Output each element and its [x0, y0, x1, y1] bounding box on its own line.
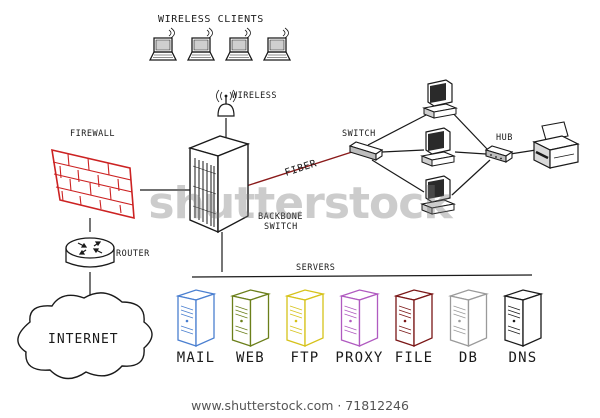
fiber-line — [239, 151, 353, 189]
server-web-icon — [230, 289, 271, 348]
wireless-label: WIRELESS — [232, 91, 277, 101]
servers-bus-line — [191, 274, 533, 278]
router-label: ROUTER — [116, 249, 150, 259]
desktop-computer-icon — [420, 127, 456, 167]
fiber-label: FIBER — [284, 158, 319, 179]
servers-label: SERVERS — [296, 263, 335, 273]
backbone-label: BACKBONE — [258, 212, 303, 222]
wireless-access-point-icon — [216, 89, 236, 117]
server-db-label: DB — [459, 350, 478, 366]
firewall-icon — [51, 148, 135, 220]
laptop-icon — [262, 27, 292, 61]
backbone-switch-icon — [187, 135, 251, 234]
laptop-icon — [224, 27, 254, 61]
server-ftp-icon — [284, 289, 326, 348]
switch-to-pc1-line — [367, 113, 429, 146]
wireless-clients-group — [148, 27, 292, 61]
server-dns-icon — [502, 289, 544, 348]
server-web-label: WEB — [236, 350, 265, 366]
router-icon — [65, 237, 115, 268]
laptop-icon — [186, 27, 216, 61]
hub-to-printer-line — [509, 149, 537, 155]
printer-icon — [532, 121, 580, 169]
wireless-clients-label: WIRELESS CLIENTS — [158, 14, 264, 25]
hub-icon — [484, 145, 514, 164]
switch-to-pc2-line — [381, 149, 425, 153]
servers-group: MAIL WEB FTP PROXY FILE DB DNS — [175, 289, 544, 366]
server-proxy-icon — [339, 289, 380, 348]
laptop-icon — [148, 27, 178, 61]
internet-label: INTERNET — [48, 332, 119, 347]
server-mail-icon — [175, 289, 217, 348]
pc3-to-hub-line — [451, 159, 491, 196]
server-db-icon — [448, 289, 489, 348]
server-dns-label: DNS — [509, 350, 538, 366]
connection-lines — [89, 107, 537, 305]
server-proxy-label: PROXY — [335, 350, 383, 366]
pc2-to-hub-line — [454, 151, 487, 155]
switch-label: SWITCH — [342, 129, 376, 139]
pc1-to-hub-line — [447, 107, 489, 151]
footer-credit: www.shutterstock.com · 71812246 — [0, 394, 600, 418]
server-mail-label: MAIL — [177, 350, 216, 366]
server-ftp-label: FTP — [291, 350, 320, 366]
watermark: shutterstock — [148, 178, 454, 229]
server-file-icon — [393, 289, 435, 348]
hub-label: HUB — [496, 133, 513, 143]
switch-icon — [348, 141, 384, 162]
desktop-computer-icon — [420, 175, 456, 215]
firewall-label: FIREWALL — [70, 129, 115, 139]
server-file-label: FILE — [395, 350, 434, 366]
internet-cloud-icon — [17, 292, 153, 380]
desktop-computer-icon — [422, 79, 458, 119]
backbone-switch-label: SWITCH — [264, 222, 298, 232]
switch-to-pc3-line — [371, 159, 425, 193]
